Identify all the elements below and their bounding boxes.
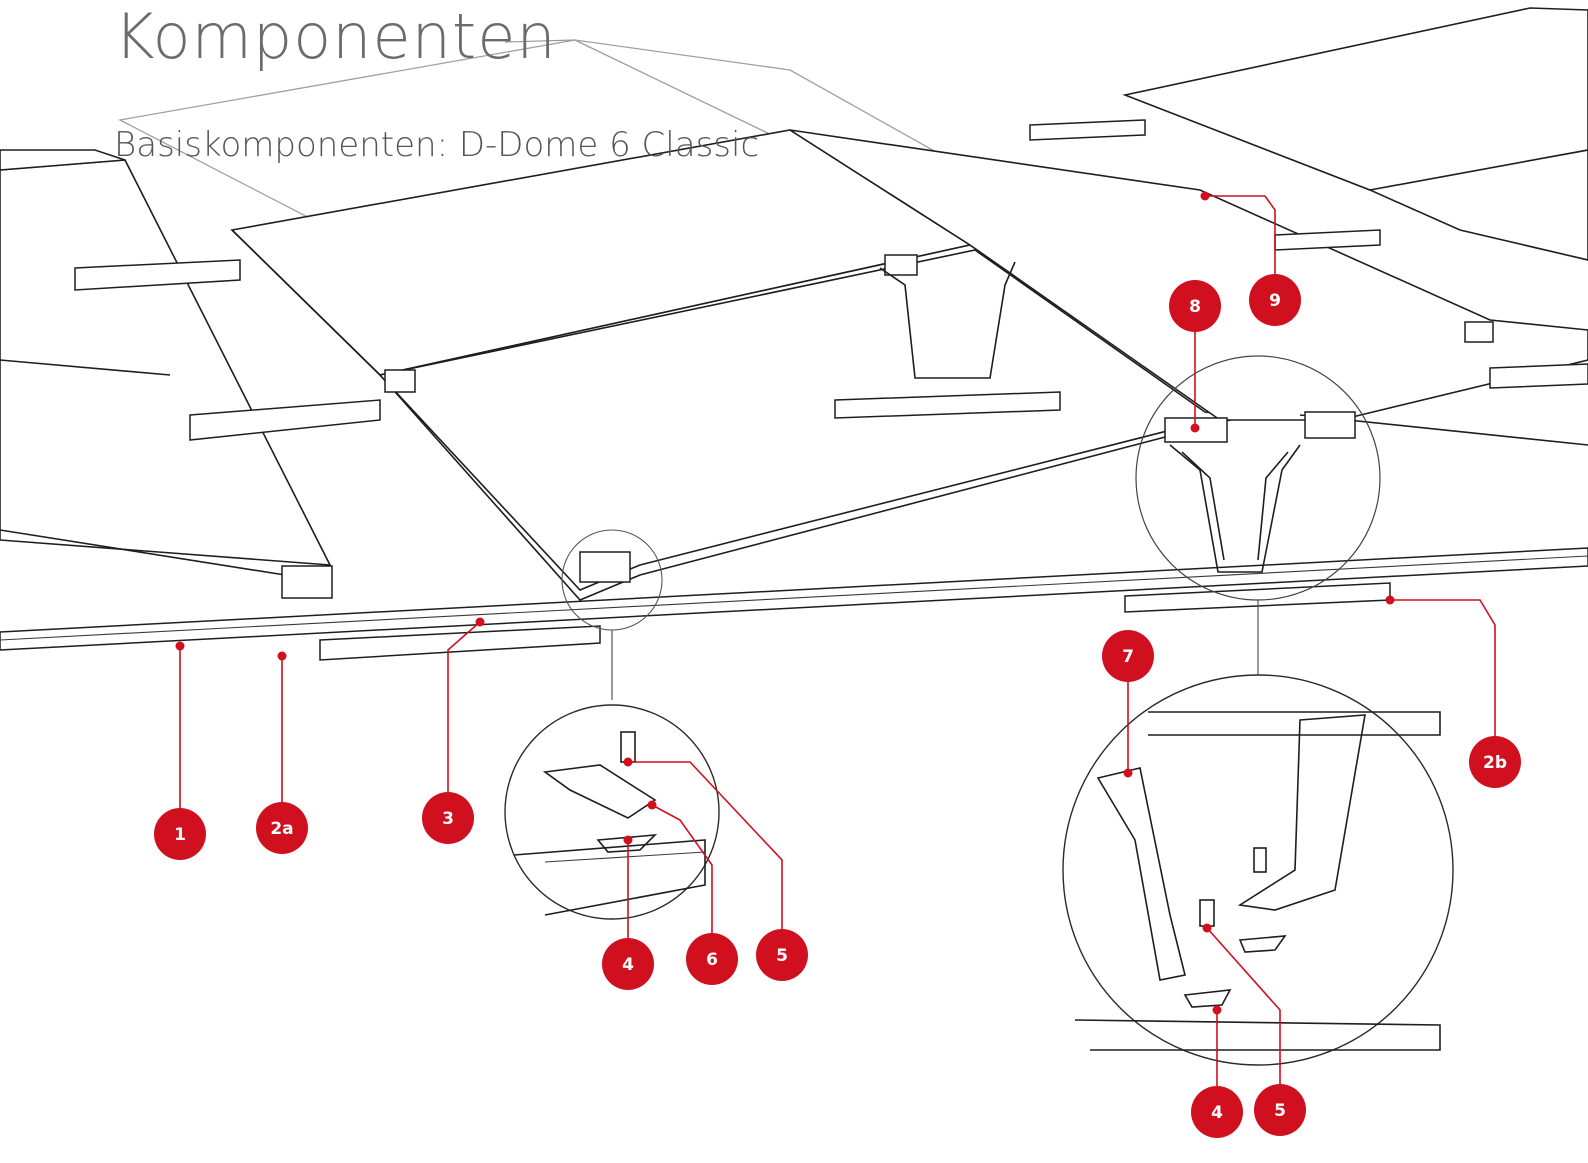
svg-text:1: 1 bbox=[174, 825, 186, 845]
svg-text:8: 8 bbox=[1189, 297, 1201, 317]
callouts: 1 2a 3 4 6 5 7 8 bbox=[154, 274, 1521, 1138]
callout-8: 8 bbox=[1169, 280, 1221, 332]
svg-text:5: 5 bbox=[776, 946, 788, 966]
svg-text:2a: 2a bbox=[270, 819, 293, 839]
svg-text:7: 7 bbox=[1122, 647, 1134, 667]
callout-5-left: 5 bbox=[756, 929, 808, 981]
anchor-dots bbox=[175, 191, 1395, 1015]
svg-text:9: 9 bbox=[1269, 291, 1281, 311]
callout-9: 9 bbox=[1249, 274, 1301, 326]
svg-text:3: 3 bbox=[442, 809, 454, 829]
svg-text:6: 6 bbox=[706, 950, 718, 970]
svg-text:2b: 2b bbox=[1483, 753, 1507, 773]
callout-7: 7 bbox=[1102, 630, 1154, 682]
svg-text:4: 4 bbox=[1211, 1103, 1223, 1123]
solar-panels bbox=[0, 7, 1588, 601]
svg-text:4: 4 bbox=[622, 955, 634, 975]
callout-2b: 2b bbox=[1469, 736, 1521, 788]
detail-zoom-left bbox=[504, 704, 720, 920]
callout-5-right: 5 bbox=[1254, 1084, 1306, 1136]
callout-2a: 2a bbox=[256, 802, 308, 854]
leader-lines bbox=[179, 195, 1496, 1090]
callout-4-right: 4 bbox=[1191, 1086, 1243, 1138]
callout-3: 3 bbox=[422, 792, 474, 844]
page-subtitle: Basiskomponenten: D-Dome 6 Classic bbox=[114, 125, 760, 165]
svg-text:5: 5 bbox=[1274, 1101, 1286, 1121]
callout-4-left: 4 bbox=[602, 938, 654, 990]
page-title: Komponenten bbox=[114, 0, 557, 73]
callout-1: 1 bbox=[154, 808, 206, 860]
clamps bbox=[281, 254, 1494, 599]
detail-zoom-right bbox=[1062, 674, 1454, 1066]
callout-6: 6 bbox=[686, 933, 738, 985]
rails bbox=[0, 119, 1588, 661]
